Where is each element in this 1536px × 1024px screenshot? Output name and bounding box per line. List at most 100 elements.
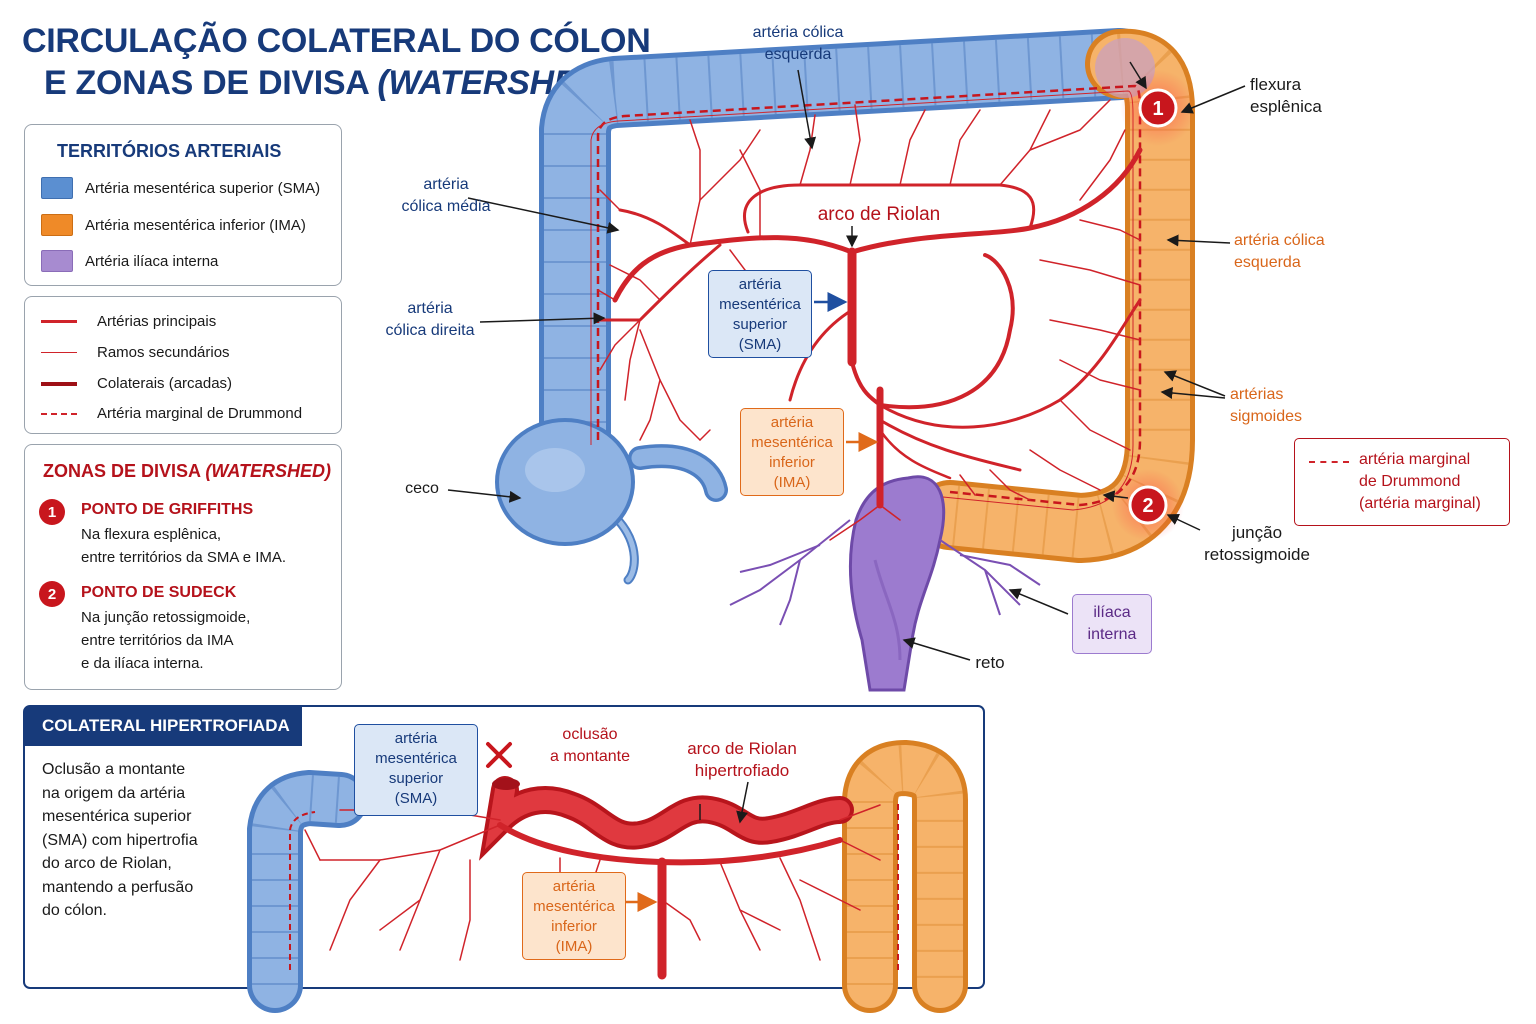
point-1-line: Na flexura esplênica, bbox=[81, 526, 222, 543]
legend-line-label: Colaterais (arcadas) bbox=[97, 375, 233, 392]
label-line: arco de Riolan bbox=[687, 739, 797, 758]
label-line: sigmoides bbox=[1230, 408, 1303, 425]
legend-item-sma: Artéria mesentérica superior (SMA) bbox=[41, 177, 320, 199]
legend-item-label: Artéria ilíaca interna bbox=[85, 252, 219, 270]
hypertrophy-description: Oclusão a montante na origem da artéria … bbox=[42, 758, 242, 923]
box-line: superior bbox=[388, 770, 444, 787]
legend-lines-panel: Artérias principais Ramos secundários Co… bbox=[24, 296, 342, 434]
rectum bbox=[848, 475, 946, 692]
hyper-colon-orange bbox=[842, 739, 968, 1013]
box-ima: artéria mesentérica inferior (IMA) bbox=[740, 408, 844, 496]
hyper-box-sma: artéria mesentérica superior (SMA) bbox=[354, 724, 478, 816]
label-line: cólica média bbox=[401, 198, 491, 215]
point-2-badge: 2 bbox=[39, 581, 65, 607]
occlusion-x-icon bbox=[486, 742, 512, 768]
legend-line-label: Artérias principais bbox=[97, 313, 217, 330]
label-splenic-flexure: flexura esplênica bbox=[1250, 74, 1340, 118]
box-line: mesentérica bbox=[375, 750, 457, 767]
watershed-heading-text: ZONAS DE DIVISA bbox=[43, 461, 206, 481]
label-reto: reto bbox=[975, 653, 1005, 672]
label-line: oclusão bbox=[562, 726, 618, 743]
hypertrophy-panel-border bbox=[23, 705, 985, 989]
legend-territories-panel: TERRITÓRIOS ARTERIAIS Artéria mesentéric… bbox=[24, 124, 342, 286]
box-line: mesentérica bbox=[751, 434, 833, 451]
watershed-heading: ZONAS DE DIVISA (WATERSHED) bbox=[43, 461, 331, 482]
sma-color-swatch bbox=[41, 177, 73, 199]
label-riolan: arco de Riolan bbox=[817, 204, 941, 225]
legend-line-thin: Ramos secundários bbox=[41, 344, 230, 361]
legend-line-thick: Colaterais (arcadas) bbox=[41, 375, 232, 392]
marker-2 bbox=[1128, 485, 1168, 525]
leader-lines bbox=[447, 61, 1246, 661]
label-line: artéria bbox=[423, 176, 469, 193]
label-middle-colic: artéria cólica média bbox=[382, 174, 510, 218]
hyper-box-ima: artéria mesentérica inferior (IMA) bbox=[522, 872, 626, 960]
label-line: retossigmoide bbox=[1204, 545, 1310, 564]
label-line: artéria cólica bbox=[752, 24, 844, 41]
point-2-line: e da ilíaca interna. bbox=[81, 655, 204, 672]
legend-item-iliac: Artéria ilíaca interna bbox=[41, 250, 218, 272]
box-line: (IMA) bbox=[773, 474, 811, 491]
box-sma: artéria mesentérica superior (SMA) bbox=[708, 270, 812, 358]
legend-item-label: Artéria mesentérica superior (SMA) bbox=[85, 179, 321, 197]
description-line: mesentérica superior bbox=[42, 808, 192, 825]
label-line: a montante bbox=[549, 748, 631, 765]
box-line: artéria bbox=[552, 878, 596, 895]
label-line: junção bbox=[1231, 523, 1283, 542]
label-line: artérias bbox=[1230, 386, 1284, 403]
hypertrophy-tab: COLATERAL HIPERTROFIADA bbox=[24, 706, 302, 746]
box-line: mesentérica bbox=[533, 898, 615, 915]
hyper-riolan-arc bbox=[479, 776, 854, 861]
label-line: artéria bbox=[407, 300, 453, 317]
hyper-label-riolan: arco de Riolan hipertrofiado bbox=[678, 738, 806, 782]
box-line: interna bbox=[1087, 626, 1137, 643]
point-2-title: PONTO DE SUDECK bbox=[81, 584, 237, 601]
box-line: de Drummond bbox=[1359, 473, 1461, 490]
point-2-description: Na junção retossigmoide, entre territóri… bbox=[81, 606, 250, 675]
title-line-2-text: E ZONAS DE DIVISA bbox=[44, 64, 378, 102]
label-left-colic-top: artéria cólica esquerda bbox=[732, 22, 864, 66]
ima-color-swatch bbox=[41, 214, 73, 236]
box-line: artéria marginal bbox=[1359, 451, 1471, 468]
point-1-line: entre territórios da SMA e IMA. bbox=[81, 549, 287, 566]
label-line: cólica direita bbox=[385, 322, 475, 339]
legend-territories-heading: TERRITÓRIOS ARTERIAIS bbox=[57, 141, 282, 161]
dashed-line-icon bbox=[1309, 461, 1349, 463]
dashed-marginal-line-swatch bbox=[41, 412, 77, 415]
box-line: (artéria marginal) bbox=[1359, 495, 1481, 512]
box-line: (SMA) bbox=[394, 790, 438, 807]
label-left-colic-right: artéria cólica esquerda bbox=[1234, 230, 1346, 274]
hyper-leader-lines bbox=[699, 781, 749, 824]
main-artery-line-swatch bbox=[41, 320, 77, 323]
thin-branch-line-swatch bbox=[41, 352, 77, 353]
marker-1-number: 1 bbox=[1152, 98, 1163, 120]
legend-item-ima: Artéria mesentérica inferior (IMA) bbox=[41, 214, 306, 236]
hyper-label-occlusion: oclusão a montante bbox=[540, 724, 640, 768]
iliac-color-swatch bbox=[41, 250, 73, 272]
label-rectosigmoid: junção retossigmoide bbox=[1198, 522, 1316, 566]
label-ceco: ceco bbox=[405, 480, 439, 497]
arterial-tree bbox=[596, 99, 1143, 541]
box-line: artéria bbox=[770, 414, 814, 431]
box-line: mesentérica bbox=[719, 296, 801, 313]
description-line: (SMA) com hipertrofia bbox=[42, 831, 198, 849]
title-line-1: CIRCULAÇÃO COLATERAL DO CÓLON bbox=[22, 22, 651, 60]
legend-item-label: Artéria mesentérica inferior (IMA) bbox=[85, 216, 306, 234]
hyper-colon-blue bbox=[247, 769, 368, 1013]
box-line: inferior bbox=[769, 454, 815, 471]
box-line: inferior bbox=[551, 918, 597, 935]
thick-collateral-line-swatch bbox=[41, 381, 77, 386]
point-1-title: PONTO DE GRIFFITHS bbox=[81, 501, 254, 518]
box-line: (IMA) bbox=[555, 938, 593, 955]
box-line: artéria bbox=[738, 276, 782, 293]
label-line: esquerda bbox=[764, 46, 832, 63]
legend-line-main: Artérias principais bbox=[41, 313, 216, 330]
box-line: superior bbox=[732, 316, 788, 333]
description-line: mantendo a perfusão bbox=[42, 878, 194, 896]
label-line: esplênica bbox=[1250, 97, 1322, 116]
label-line: hipertrofiado bbox=[694, 761, 790, 780]
description-line: do arco de Riolan, bbox=[42, 855, 172, 872]
legend-line-label: Artéria marginal de Drummond bbox=[97, 405, 303, 422]
watershed-panel: ZONAS DE DIVISA (WATERSHED) 1 PONTO DE G… bbox=[24, 444, 342, 690]
label-right-colic: artéria cólica direita bbox=[370, 298, 490, 342]
